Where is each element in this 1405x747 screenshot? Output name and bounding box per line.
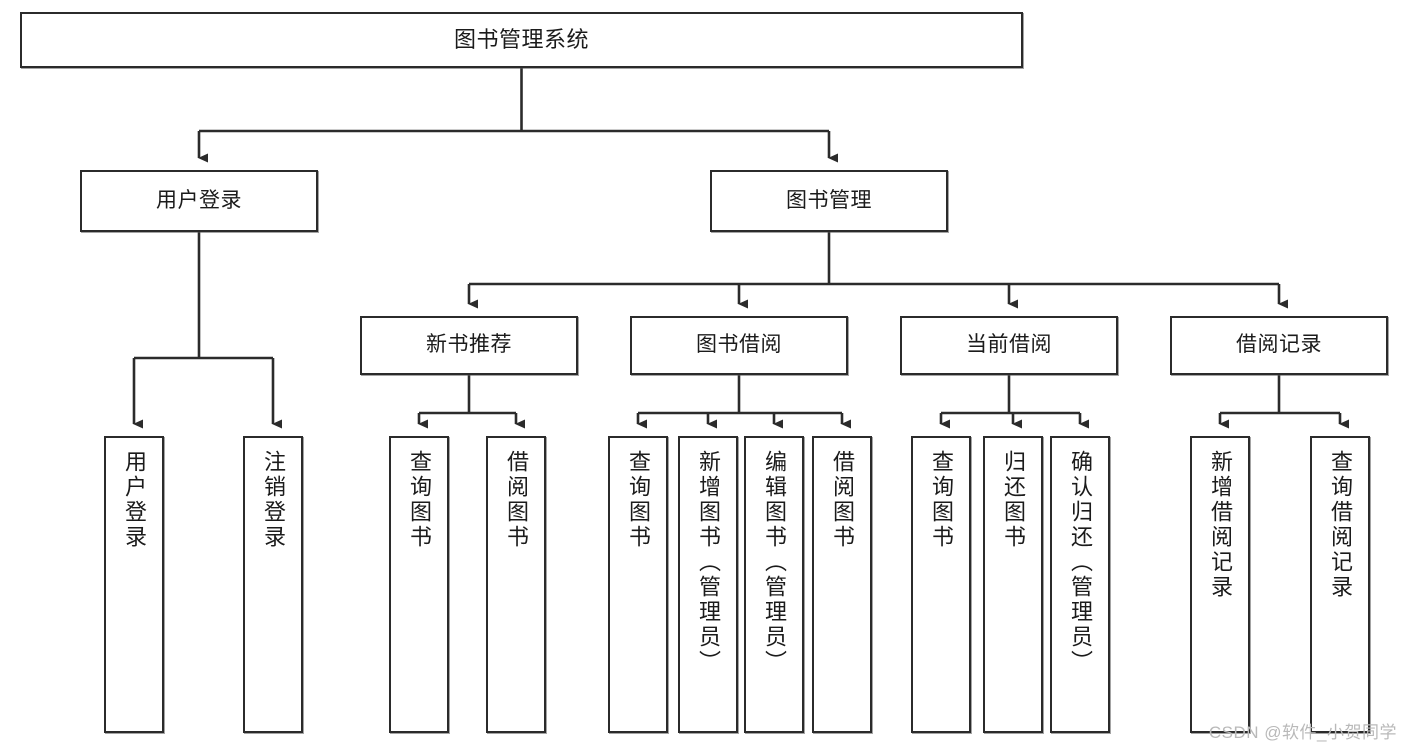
node-l-addrec[interactable]: 新增借阅记录	[1190, 436, 1250, 733]
node-label: 图书借阅	[696, 333, 782, 357]
node-l-login[interactable]: 用户登录	[104, 436, 164, 733]
node-label: 图书管理系统	[453, 27, 589, 53]
node-current[interactable]: 当前借阅	[900, 316, 1118, 375]
node-label: 借阅记录	[1236, 333, 1322, 357]
node-borrow[interactable]: 图书借阅	[630, 316, 848, 375]
csdn-watermark: CSDN @软件_小贺同学	[1208, 723, 1397, 742]
node-label: 当前借阅	[966, 333, 1052, 357]
node-l-borrow2[interactable]: 借阅图书	[812, 436, 872, 733]
node-newbook[interactable]: 新书推荐	[360, 316, 578, 375]
node-l-logout[interactable]: 注销登录	[243, 436, 303, 733]
node-l-add[interactable]: 新增图书（管理员）	[678, 436, 738, 733]
node-label: 用户登录	[156, 188, 242, 212]
node-label: 借阅图书	[504, 450, 529, 550]
node-label: 图书管理	[786, 188, 872, 212]
node-l-confirm[interactable]: 确认归还（管理员）	[1050, 436, 1110, 733]
node-label: 新书推荐	[426, 333, 512, 357]
node-label: 确认归还（管理员）	[1068, 450, 1093, 675]
node-label: 新增图书（管理员）	[696, 450, 721, 675]
node-login[interactable]: 用户登录	[80, 170, 318, 232]
node-label: 查询图书	[626, 450, 651, 550]
node-l-edit[interactable]: 编辑图书（管理员）	[744, 436, 804, 733]
node-label: 查询借阅记录	[1328, 450, 1353, 600]
node-l-borrow1[interactable]: 借阅图书	[486, 436, 546, 733]
node-records[interactable]: 借阅记录	[1170, 316, 1388, 375]
node-l-query2[interactable]: 查询图书	[608, 436, 668, 733]
node-root[interactable]: 图书管理系统	[20, 12, 1023, 68]
node-label: 归还图书	[1001, 450, 1026, 550]
node-label: 用户登录	[122, 450, 147, 550]
node-l-queryrec[interactable]: 查询借阅记录	[1310, 436, 1370, 733]
node-label: 新增借阅记录	[1208, 450, 1233, 600]
node-l-query1[interactable]: 查询图书	[389, 436, 449, 733]
node-label: 查询图书	[407, 450, 432, 550]
node-l-query3[interactable]: 查询图书	[911, 436, 971, 733]
node-label: 查询图书	[929, 450, 954, 550]
node-label: 注销登录	[261, 450, 286, 550]
node-bookmgmt[interactable]: 图书管理	[710, 170, 948, 232]
node-label: 借阅图书	[830, 450, 855, 550]
node-l-return[interactable]: 归还图书	[983, 436, 1043, 733]
node-label: 编辑图书（管理员）	[762, 450, 787, 675]
